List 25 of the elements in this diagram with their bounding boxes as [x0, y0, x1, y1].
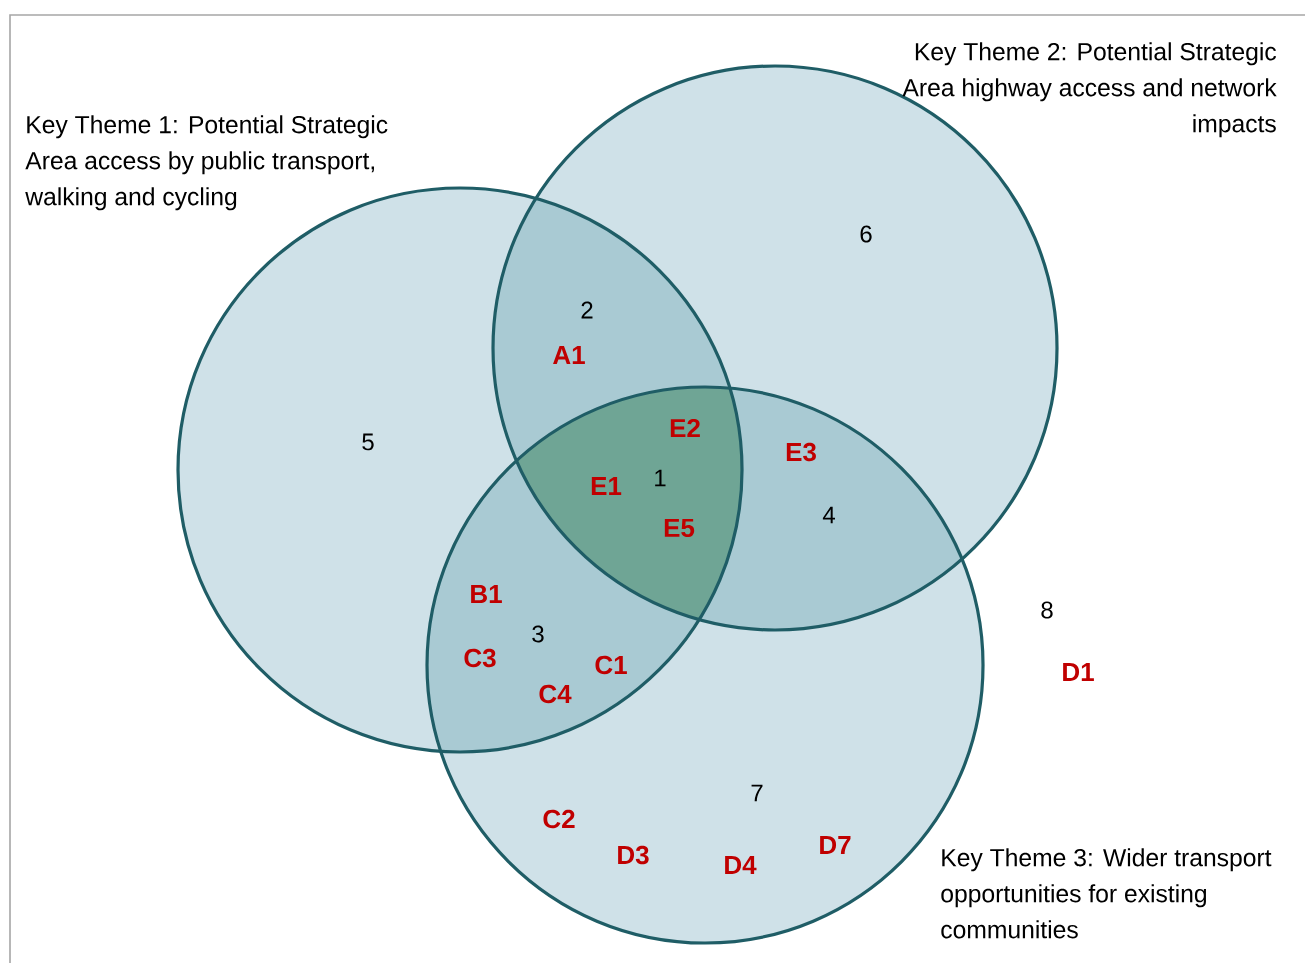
item-code: E2	[670, 418, 700, 438]
item-code: E5	[664, 518, 695, 538]
item-code: A1	[553, 346, 585, 364]
item-code: C1	[595, 655, 627, 675]
item-code: D4	[725, 856, 757, 874]
circle-heading: Key Theme 2: Potential Strategic Area highway access and network impacts	[902, 42, 1277, 138]
item-code: D7	[820, 836, 851, 854]
region-number: 8	[1041, 601, 1053, 619]
region-number: 5	[362, 433, 374, 451]
region-number: 1	[655, 469, 666, 487]
item-code: C2	[543, 809, 575, 829]
item-code: B1	[471, 585, 502, 603]
item-code: C3	[464, 648, 496, 668]
item-code: D3	[618, 845, 649, 865]
circle-heading: Key Theme 1: Potential Strategic Area access by public transport, walking and cycling	[25, 115, 388, 211]
region-number: 3	[532, 625, 544, 643]
region-number: 7	[751, 784, 763, 802]
region-number: 2	[581, 301, 593, 319]
region-number: 6	[860, 225, 872, 243]
circle-heading: Key Theme 3: Wider transport opportunities for existing communities	[941, 848, 1272, 939]
item-code: E3	[786, 442, 816, 462]
item-code: E1	[591, 477, 622, 495]
item-code: C4	[539, 684, 572, 704]
region-number: 4	[822, 506, 835, 524]
item-code: D1	[1063, 663, 1094, 681]
